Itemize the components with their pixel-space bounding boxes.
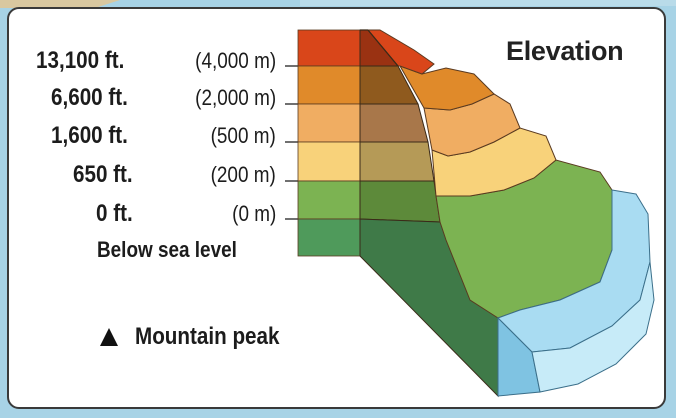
triangle-peak-icon <box>100 328 118 346</box>
terrain-top-surface <box>366 29 613 319</box>
mountain-peak-key: Mountain peak <box>99 323 303 351</box>
level-feet-label: 1,600 ft. <box>51 122 128 149</box>
level-feet-label: 13,100 ft. <box>36 47 125 74</box>
level-feet-label: 650 ft. <box>73 161 133 188</box>
level-meters-label: (2,000 m) <box>195 85 276 110</box>
band-4000m <box>297 29 361 67</box>
terrain-4000m-peak <box>366 29 435 75</box>
band-0m <box>297 180 361 220</box>
sea-side <box>531 261 655 393</box>
level-meters-label: (0 m) <box>231 201 276 226</box>
level-meters-label: (500 m) <box>210 123 276 148</box>
mountain-peak-label: Mountain peak <box>135 323 280 350</box>
legend-title: Elevation <box>506 36 624 66</box>
band-500m <box>297 103 361 143</box>
below-sea-level-label: Below sea level <box>97 237 237 262</box>
level-feet-label: 0 ft. <box>96 200 133 227</box>
block-outline <box>360 29 399 67</box>
level-meters-label: (4,000 m) <box>195 48 276 73</box>
level-feet-label: 6,600 ft. <box>51 84 128 111</box>
tick-lines <box>285 65 298 220</box>
band-2000m <box>297 65 361 105</box>
level-meters-label: (200 m) <box>210 162 276 187</box>
elevation-color-bar <box>297 29 361 257</box>
sea-water-block <box>497 189 655 397</box>
band-200m <box>297 141 361 182</box>
band-below-sea-level <box>297 218 361 257</box>
